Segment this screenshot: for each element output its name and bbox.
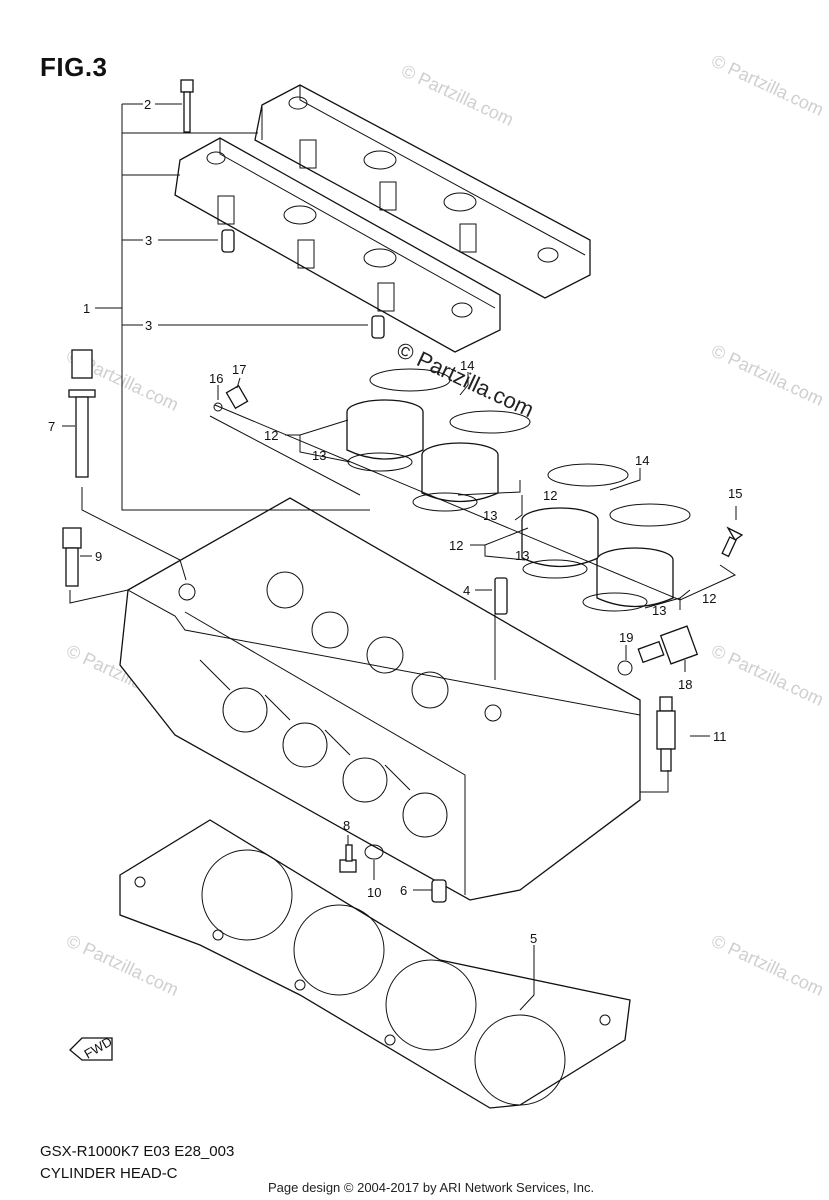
watermark: © Partzilla.com xyxy=(708,930,826,999)
section-name: CYLINDER HEAD-C xyxy=(40,1165,178,1182)
callout-6: 6 xyxy=(400,883,407,898)
watermark: © Partzilla.com xyxy=(63,930,181,999)
callout-19: 19 xyxy=(619,630,633,645)
dowel-pin xyxy=(221,229,235,253)
callout-2: 2 xyxy=(144,97,151,112)
callout-11: 11 xyxy=(713,729,727,744)
leader-lines xyxy=(62,103,737,1011)
callout-4: 4 xyxy=(463,583,470,598)
dowel-pin xyxy=(371,315,385,339)
callout-12: 12 xyxy=(702,591,716,606)
callout-18: 18 xyxy=(678,677,692,692)
callout-9: 9 xyxy=(95,549,102,564)
callouts: 1 2 3 3 4 5 6 7 8 9 10 11 12 12 12 12 13… xyxy=(48,97,742,946)
watermark: © Partzilla.com xyxy=(708,50,826,119)
head-gasket-5 xyxy=(119,819,631,1109)
sensor-16-17 xyxy=(213,384,249,412)
bolt-9 xyxy=(62,527,82,587)
callout-12: 12 xyxy=(449,538,463,553)
camshaft-holder-lower xyxy=(174,137,501,353)
callout-7: 7 xyxy=(48,419,55,434)
callout-13: 13 xyxy=(312,448,326,463)
watermark: © Partzilla.com xyxy=(708,640,826,709)
callout-3: 3 xyxy=(145,233,152,248)
callout-5: 5 xyxy=(530,931,537,946)
callout-12: 12 xyxy=(543,488,557,503)
callout-14: 14 xyxy=(635,453,649,468)
sensor-18 xyxy=(637,625,699,665)
callout-13: 13 xyxy=(483,508,497,523)
callout-17: 17 xyxy=(232,362,246,377)
callout-3: 3 xyxy=(145,318,152,333)
watermark: © Partzilla.com xyxy=(708,340,826,409)
callout-14: 14 xyxy=(460,358,474,373)
washer-10 xyxy=(364,844,384,860)
callout-1: 1 xyxy=(83,301,90,316)
spark-plug-11 xyxy=(656,696,676,772)
callout-12: 12 xyxy=(264,428,278,443)
callout-15: 15 xyxy=(728,486,742,501)
footer-copyright: Page design © 2004-2017 by ARI Network S… xyxy=(268,1180,595,1195)
bolt-7 xyxy=(68,349,96,478)
bolt-8 xyxy=(339,844,357,873)
dowel-4 xyxy=(494,577,508,615)
screw-15 xyxy=(721,526,744,558)
cylinder-head xyxy=(119,497,641,901)
callout-8: 8 xyxy=(343,818,350,833)
watermark: © Partzilla.com xyxy=(398,60,516,129)
callout-16: 16 xyxy=(209,371,223,386)
gasket-19 xyxy=(617,660,633,676)
callout-13: 13 xyxy=(515,548,529,563)
camshaft-holder-upper xyxy=(254,84,591,299)
dowel-6 xyxy=(431,879,447,903)
figure-title: FIG.3 xyxy=(40,52,108,82)
model-code: GSX-R1000K7 E03 E28_003 xyxy=(40,1143,235,1160)
callout-13: 13 xyxy=(652,603,666,618)
callout-10: 10 xyxy=(367,885,381,900)
forward-arrow-icon: FWD xyxy=(69,1034,115,1062)
bolt-2 xyxy=(180,79,194,133)
